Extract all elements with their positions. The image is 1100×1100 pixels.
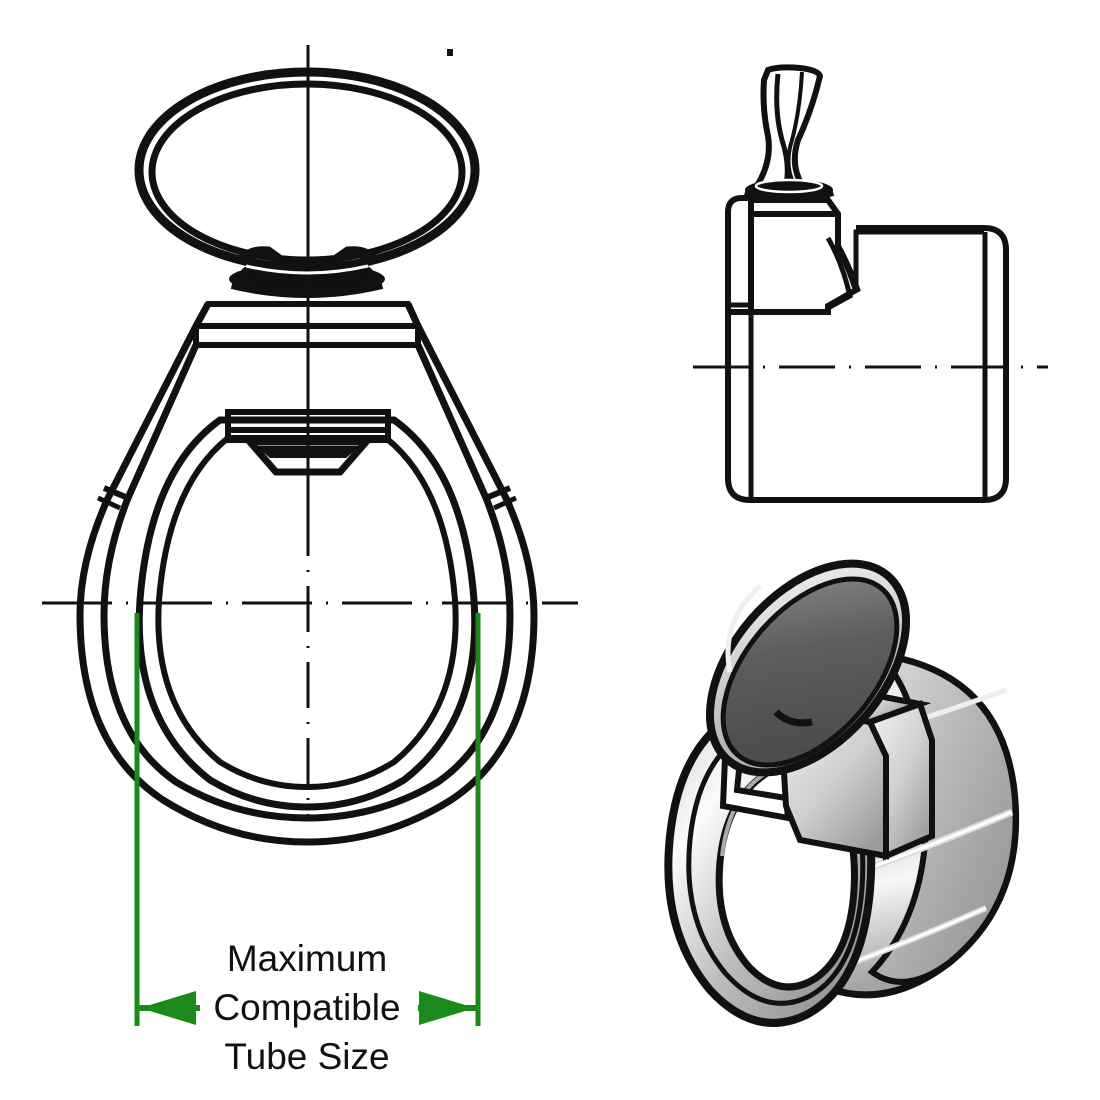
- speck-artifact: [447, 49, 453, 56]
- clamp-body-side: [725, 195, 1009, 503]
- clamp-outer-body: [76, 302, 538, 846]
- cap-hinge: [229, 246, 385, 298]
- front-section-view: [42, 45, 578, 846]
- dimension-label-line2: Compatible: [213, 987, 400, 1028]
- dimension-label-line1: Maximum: [227, 938, 387, 979]
- lever-handle: [752, 64, 824, 189]
- side-view: [693, 64, 1048, 503]
- dimension-label-line3: Tube Size: [224, 1036, 389, 1077]
- dimension-annotation: Maximum Compatible Tube Size: [134, 613, 481, 1077]
- isometric-view: [664, 559, 1020, 1027]
- iso-cap-hinge: [773, 709, 813, 727]
- arrow-left-icon: [140, 991, 196, 1025]
- locking-tab: [225, 409, 391, 476]
- arrow-right-icon: [419, 991, 475, 1025]
- tube-bore: [135, 416, 479, 811]
- iso-flip-cap: [705, 559, 911, 777]
